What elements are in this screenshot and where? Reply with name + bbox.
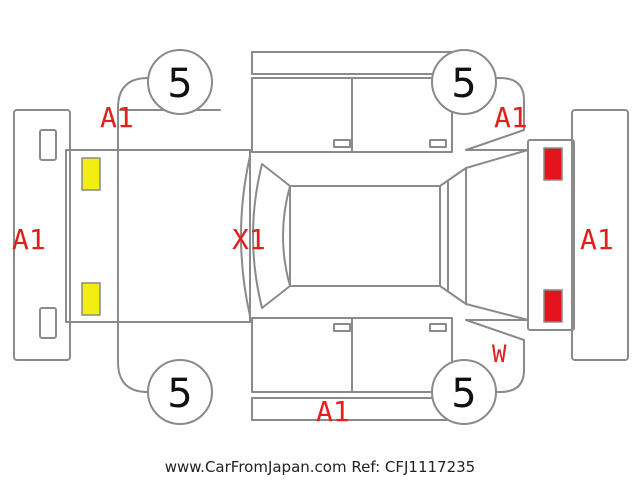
damage-mark-rear-bumper: A1 (580, 223, 614, 256)
damage-mark-front-left-fender: A1 (100, 101, 134, 134)
wheel-front-right: 5 (431, 49, 497, 115)
cabin (240, 149, 529, 323)
tire-rear-right-value: 5 (451, 371, 476, 417)
rear-bumper (571, 109, 629, 361)
damage-mark-roof: X1 (232, 223, 266, 256)
wheel-front-left: 5 (147, 49, 213, 115)
headlight-top (81, 157, 101, 191)
footer-watermark: www.CarFromJapan.com Ref: CFJ1117235 (165, 458, 475, 476)
damage-mark-lower-side: A1 (316, 395, 350, 428)
tire-front-left-value: 5 (167, 61, 192, 107)
taillight-top (543, 147, 563, 181)
trunk (527, 139, 575, 331)
front-bumper (13, 109, 71, 361)
taillight-bottom (543, 289, 563, 323)
wheel-rear-right: 5 (431, 359, 497, 425)
headlight-bottom (81, 282, 101, 316)
side-panels-top (117, 51, 525, 153)
damage-mark-rear-right-fender: A1 (494, 101, 528, 134)
tire-rear-left-value: 5 (167, 371, 192, 417)
tire-front-right-value: 5 (451, 61, 476, 107)
damage-mark-right-rear-quarter: W (492, 340, 507, 368)
wheel-rear-left: 5 (147, 359, 213, 425)
damage-mark-front-bumper: A1 (12, 223, 46, 256)
